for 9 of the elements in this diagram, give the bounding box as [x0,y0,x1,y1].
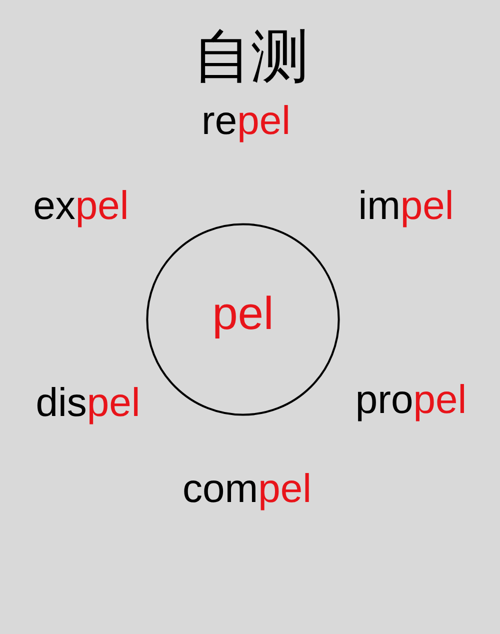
word-label: impel [358,186,454,226]
word-root: pel [212,290,274,336]
word-label: compel [182,469,312,509]
word-label: repel [202,101,290,141]
word-label: propel [355,380,467,420]
word-label: expel [33,186,129,226]
word-label: dispel [36,383,140,423]
title: 自测 [193,27,309,85]
circle [146,223,340,416]
